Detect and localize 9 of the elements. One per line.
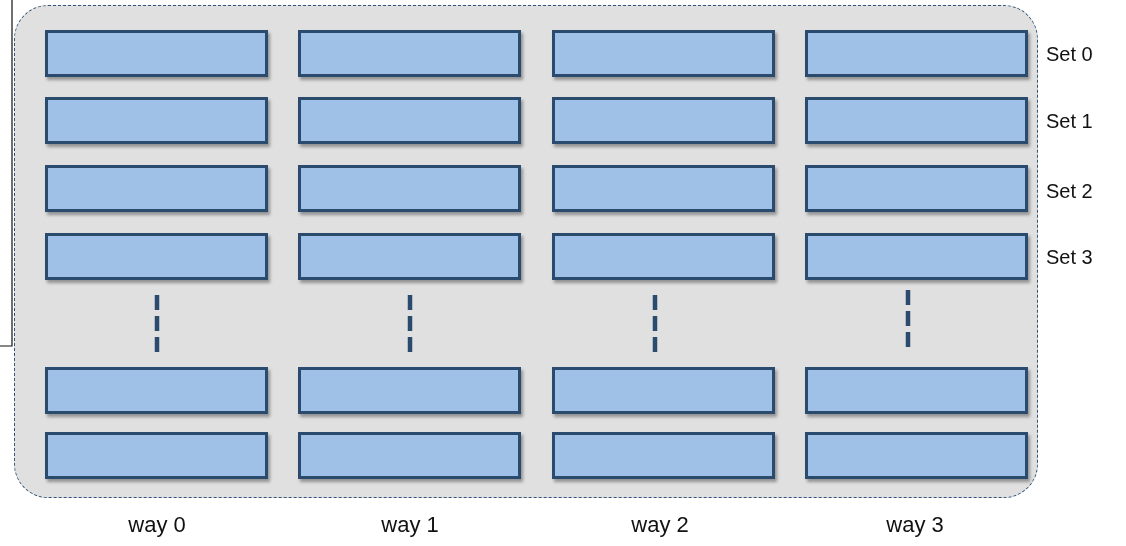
way-label: way 3 (886, 512, 944, 538)
way-label: way 1 (381, 512, 439, 538)
set-label: Set 2 (1046, 180, 1093, 203)
cache-panel (14, 5, 1038, 498)
way-label: way 2 (631, 512, 689, 538)
set-label: Set 0 (1046, 43, 1093, 66)
set-label: Set 3 (1046, 246, 1093, 269)
set-label: Set 1 (1046, 110, 1093, 133)
way-label: way 0 (128, 512, 186, 538)
